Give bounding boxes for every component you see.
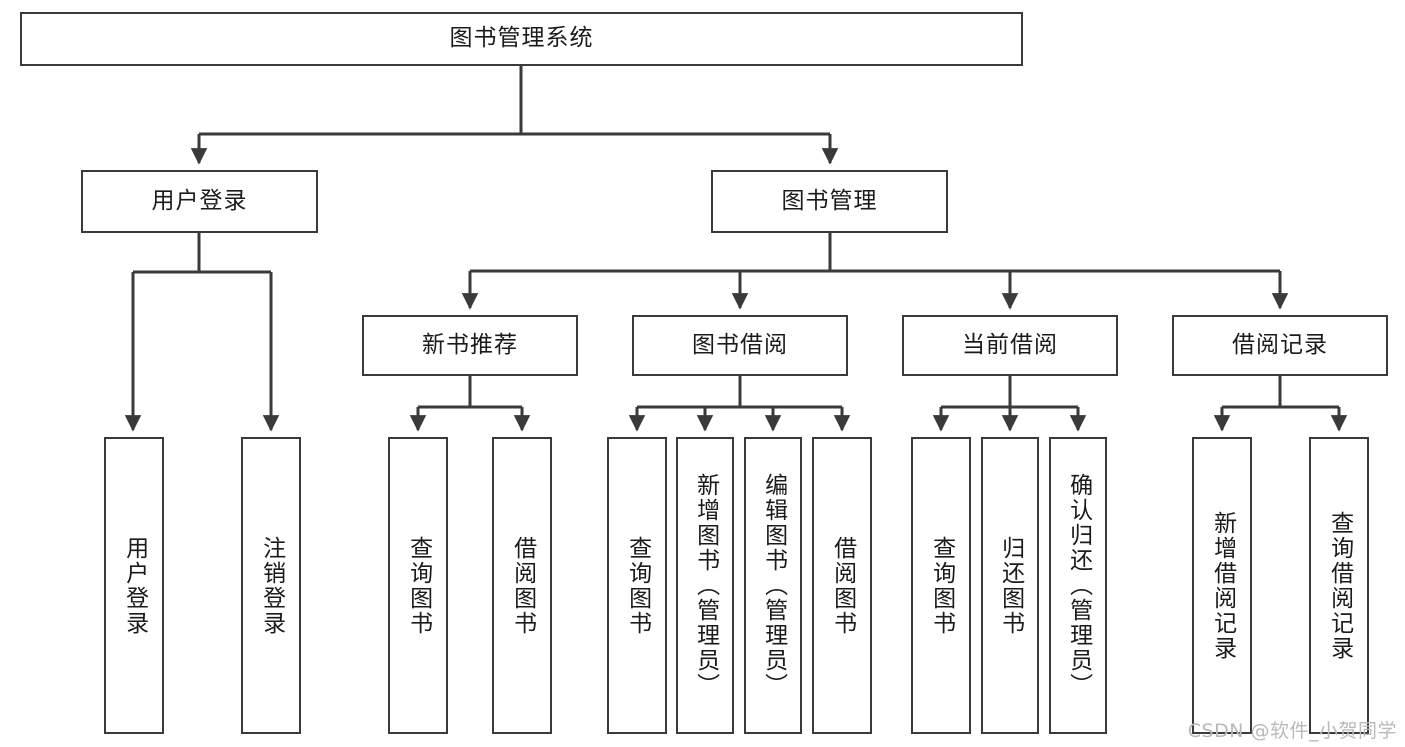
leaf-query-book-2[interactable]: 查询图书 (607, 437, 667, 734)
leaf-return-book[interactable]: 归还图书 (981, 437, 1039, 734)
node-user-login[interactable]: 用户登录 (81, 170, 318, 233)
node-root-label: 图书管理系统 (449, 25, 594, 52)
leaf-logout-login[interactable]: 注销登录 (241, 437, 301, 734)
leaf-add-book-admin[interactable]: 新增图书（管理员） (676, 437, 734, 734)
node-borrow-record[interactable]: 借阅记录 (1172, 315, 1388, 376)
leaf-add-borrow-record[interactable]: 新增借阅记录 (1192, 437, 1252, 734)
leaf-query-book-3-label: 查询图书 (928, 535, 955, 636)
node-book-borrow-label: 图书借阅 (692, 331, 788, 358)
leaf-borrow-book-1[interactable]: 借阅图书 (492, 437, 552, 734)
leaf-query-book-2-label: 查询图书 (624, 535, 651, 636)
leaf-borrow-book-1-label: 借阅图书 (509, 535, 536, 636)
node-new-book-recommend[interactable]: 新书推荐 (362, 315, 578, 376)
leaf-query-book-1-label: 查询图书 (405, 535, 432, 636)
leaf-borrow-book-2-label: 借阅图书 (829, 535, 856, 636)
leaf-query-book-1[interactable]: 查询图书 (388, 437, 448, 734)
node-current-borrow[interactable]: 当前借阅 (902, 315, 1118, 376)
node-new-book-recommend-label: 新书推荐 (422, 331, 518, 358)
leaf-edit-book-admin[interactable]: 编辑图书（管理员） (744, 437, 802, 734)
node-borrow-record-label: 借阅记录 (1232, 331, 1328, 358)
leaf-confirm-return-admin-label: 确认归还（管理员） (1065, 473, 1092, 698)
node-current-borrow-label: 当前借阅 (962, 331, 1058, 358)
leaf-user-login-label: 用户登录 (121, 535, 148, 636)
node-user-login-label: 用户登录 (151, 187, 248, 214)
leaf-edit-book-admin-label: 编辑图书（管理员） (760, 473, 787, 698)
node-root[interactable]: 图书管理系统 (20, 12, 1023, 66)
leaf-user-login[interactable]: 用户登录 (104, 437, 164, 734)
leaf-query-borrow-record[interactable]: 查询借阅记录 (1309, 437, 1369, 734)
leaf-query-book-3[interactable]: 查询图书 (911, 437, 971, 734)
node-book-borrow[interactable]: 图书借阅 (632, 315, 848, 376)
node-book-manage[interactable]: 图书管理 (711, 170, 948, 233)
leaf-add-book-admin-label: 新增图书（管理员） (692, 473, 719, 698)
leaf-logout-login-label: 注销登录 (258, 535, 285, 636)
leaf-confirm-return-admin[interactable]: 确认归还（管理员） (1049, 437, 1107, 734)
node-book-manage-label: 图书管理 (781, 187, 878, 214)
leaf-return-book-label: 归还图书 (997, 535, 1024, 636)
leaf-query-borrow-record-label: 查询借阅记录 (1326, 510, 1353, 661)
leaf-add-borrow-record-label: 新增借阅记录 (1209, 510, 1236, 661)
leaf-borrow-book-2[interactable]: 借阅图书 (812, 437, 872, 734)
